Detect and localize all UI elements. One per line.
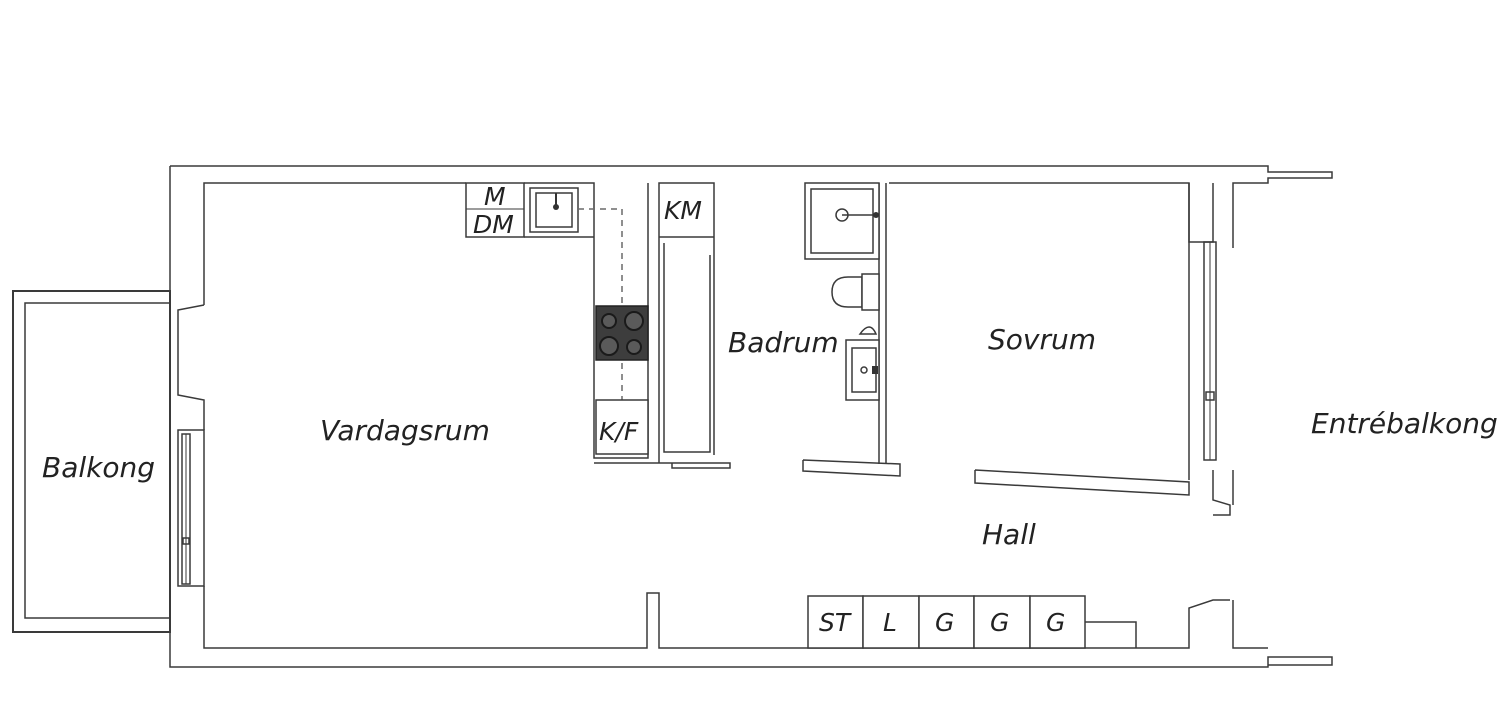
outer-walls [169, 165, 1333, 668]
fridge-cabinet [595, 399, 649, 455]
toilet-icon [831, 276, 863, 308]
kitchen [465, 182, 649, 464]
room-label-hall: Hall [982, 518, 1036, 551]
wardrobe-label: G [990, 608, 1009, 637]
wardrobe-label: G [1046, 608, 1065, 637]
bedroom [889, 182, 1190, 496]
label-dishwasher: DM [473, 210, 514, 239]
wardrobes [807, 595, 1137, 649]
room-label-entrebalkong: Entrébalkong [1311, 407, 1498, 440]
bedroom-window [1203, 241, 1217, 461]
bathroom [802, 182, 901, 477]
room-label-sovrum: Sovrum [988, 323, 1096, 356]
label-washing-machine: KM [664, 196, 702, 225]
room-label-vardagsrum: Vardagsrum [320, 414, 490, 447]
balcony-outline [12, 290, 171, 633]
room-label-badrum: Badrum [728, 326, 839, 359]
label-microwave: M [484, 182, 506, 211]
microwave-cabinet [465, 182, 525, 238]
balcony-window [177, 429, 205, 587]
wardrobe-label: L [883, 608, 897, 637]
label-fridge-freezer: K/F [599, 417, 639, 446]
wardrobe-label: ST [819, 608, 852, 637]
laundry-closet [648, 182, 731, 469]
room-label-balkong: Balkong [42, 451, 155, 484]
wardrobe-label: G [935, 608, 954, 637]
